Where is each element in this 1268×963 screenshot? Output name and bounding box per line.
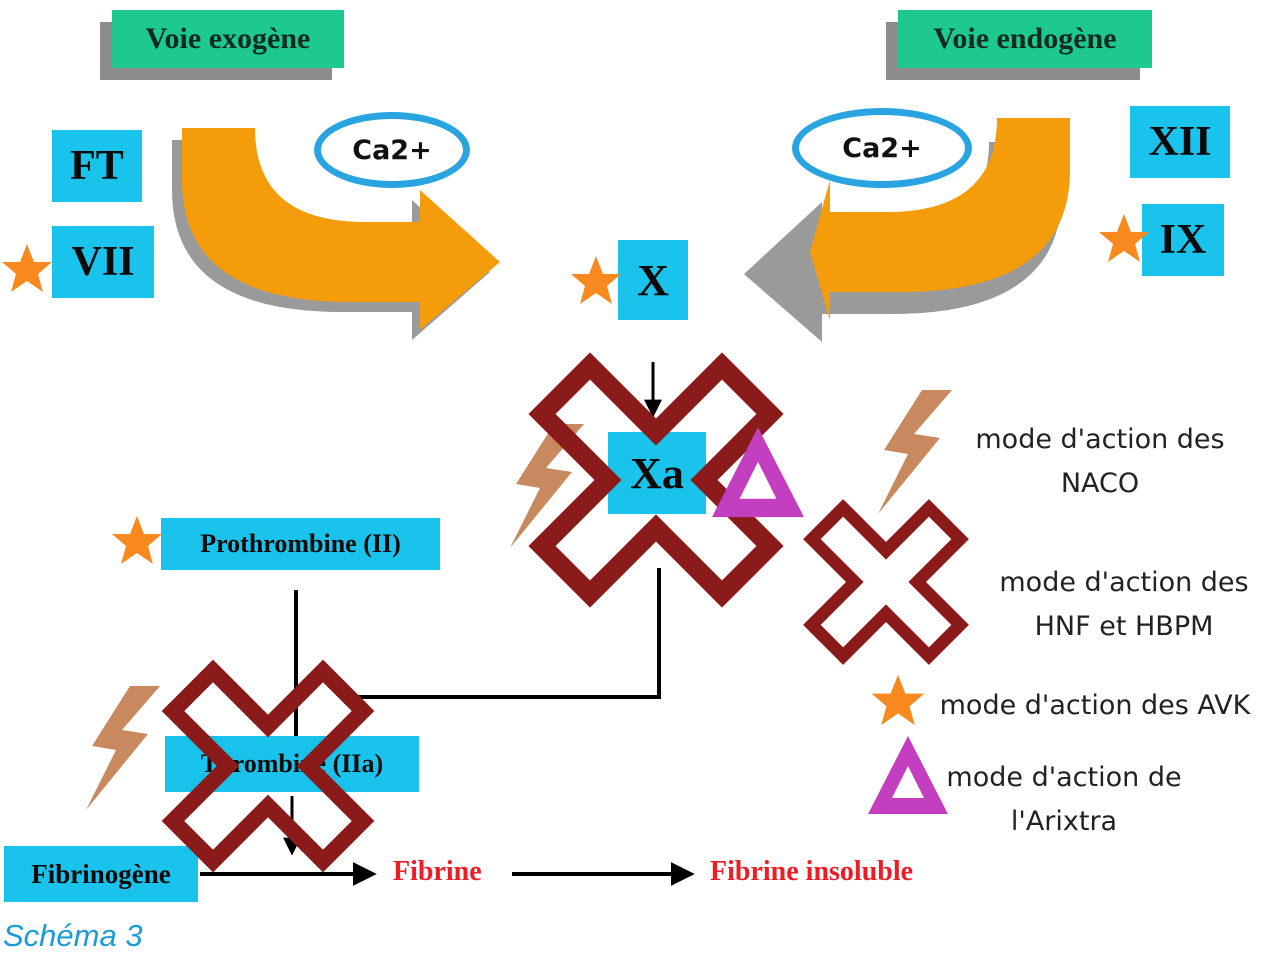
figure-caption: Schéma 3: [3, 918, 143, 953]
legend-hnf-line2: HNF et HBPM: [1034, 611, 1214, 642]
endogenous-arrow: [810, 118, 1070, 320]
avk-star-ix-icon: [1099, 214, 1149, 262]
factor-ft: FT: [52, 130, 142, 202]
legend-avk-star-icon: [871, 674, 925, 726]
product-insoluble-fibrin: Fibrine insoluble: [710, 856, 914, 887]
factor-xii: XII: [1130, 106, 1230, 178]
avk-star-vii-icon: [2, 244, 52, 292]
heparin-cross-thrombin-icon: [173, 671, 363, 861]
legend-arixtra-line1: mode d'action de: [946, 762, 1182, 793]
endogenous-pathway-label: Voie endogène: [898, 10, 1152, 68]
avk-star-prothrombin-icon: [112, 516, 162, 564]
legend-naco: mode d'action des NACO: [966, 418, 1234, 506]
xa-to-thrombin-line: [350, 568, 661, 699]
legend-hnf-hbpm: mode d'action des HNF et HBPM: [990, 561, 1258, 649]
legend-arixtra-triangle-icon: [868, 736, 948, 814]
calcium-cofactor-left: Ca2+: [314, 112, 470, 188]
exogenous-pathway-label: Voie exogène: [112, 10, 344, 68]
factor-ix: IX: [1142, 204, 1224, 276]
legend-heparin-cross-icon: [812, 508, 960, 656]
arixtra-triangle-xa-icon: [712, 427, 804, 518]
legend-naco-line1: mode d'action des: [975, 424, 1225, 455]
legend-naco-line2: NACO: [1060, 468, 1140, 499]
legend-naco-bolt-icon: [878, 390, 952, 514]
factor-x: X: [618, 240, 688, 320]
product-fibrin: Fibrine: [393, 856, 482, 887]
exogenous-arrow: [182, 128, 500, 330]
factor-prothrombin: Prothrombine (II): [161, 518, 440, 570]
naco-bolt-thrombin-icon: [86, 686, 160, 810]
legend-hnf-line1: mode d'action des: [999, 567, 1249, 598]
factor-vii: VII: [52, 226, 154, 298]
avk-star-x-icon: [571, 256, 621, 304]
legend-arixtra-line2: l'Arixtra: [1010, 806, 1118, 837]
legend-arixtra: mode d'action de l'Arixtra: [938, 756, 1190, 844]
factor-xa: Xa: [608, 432, 706, 514]
factor-fibrinogen: Fibrinogène: [4, 846, 198, 902]
legend-avk: mode d'action des AVK: [939, 690, 1251, 721]
calcium-cofactor-right: Ca2+: [792, 108, 972, 188]
